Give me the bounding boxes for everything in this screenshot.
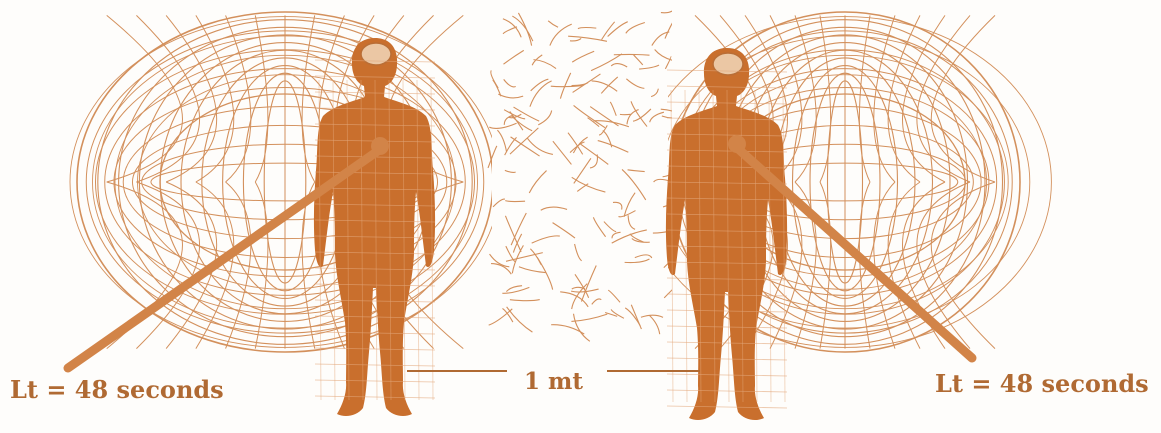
left-torus-field — [70, 12, 500, 352]
left-heart-icon — [371, 137, 389, 155]
overlapping-field-fragments — [488, 4, 694, 341]
distance-label: 1 mt — [524, 368, 583, 395]
left-time-label: Lt = 48 seconds — [10, 375, 224, 404]
right-heart-icon — [728, 135, 746, 153]
right-time-label: Lt = 48 seconds — [935, 369, 1149, 398]
